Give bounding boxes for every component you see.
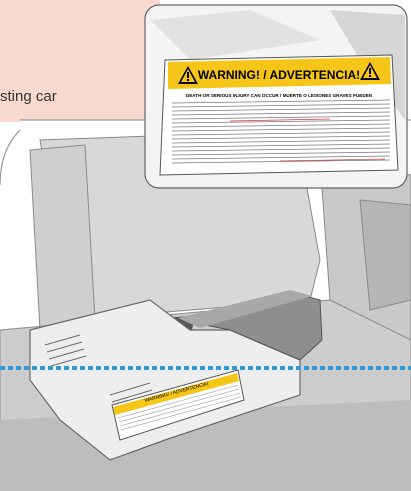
zoom-inset: WARNING! / ADVERTENCIA! DEATH OR SERIOUS… — [145, 5, 407, 188]
warning-title: WARNING! / ADVERTENCIA! — [198, 68, 360, 82]
warning-subtitle: DEATH OR SERIOUS INJURY CAN OCCUR / MUER… — [186, 93, 373, 98]
seat-bolster-left — [30, 145, 95, 330]
